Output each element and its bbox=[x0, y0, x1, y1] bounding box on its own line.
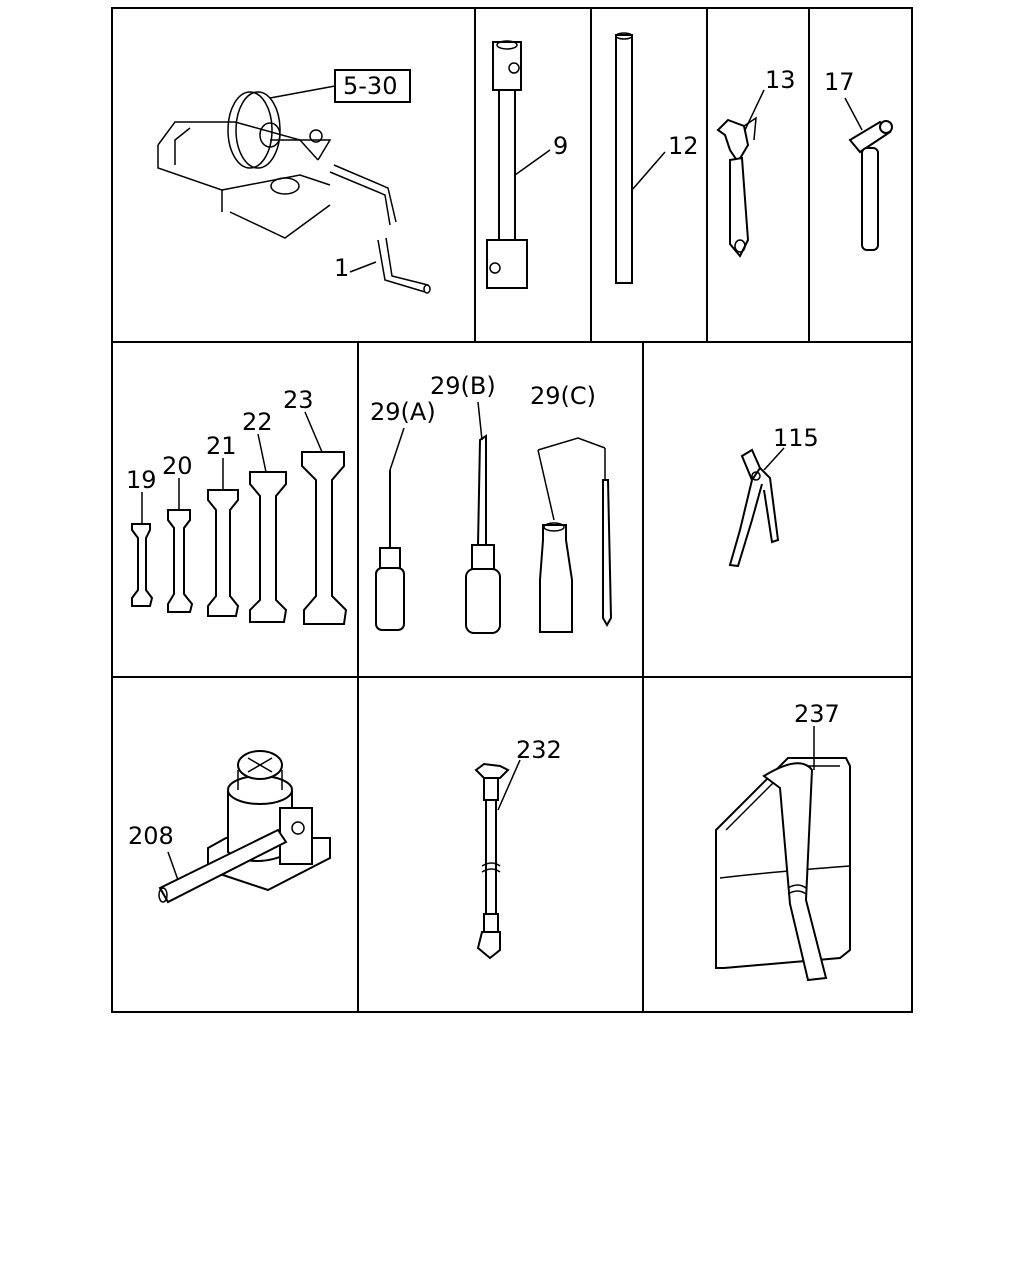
label-21: 21 bbox=[206, 432, 237, 460]
label-29b: 29(B) bbox=[430, 372, 496, 400]
bottle-jack-drawing bbox=[158, 750, 331, 904]
label-12: 12 bbox=[668, 132, 699, 160]
bar-drawing bbox=[615, 32, 666, 284]
label-22: 22 bbox=[242, 408, 273, 436]
label-29a: 29(A) bbox=[370, 398, 436, 426]
wheel-wrench-drawing bbox=[486, 40, 551, 289]
diagram-grid bbox=[111, 7, 913, 1013]
label-17: 17 bbox=[824, 68, 855, 96]
screwdriver-set-drawing bbox=[375, 401, 613, 634]
hammer-drawing bbox=[844, 97, 893, 251]
label-19: 19 bbox=[126, 466, 157, 494]
tool-bag-drawing bbox=[715, 726, 851, 982]
label-115: 115 bbox=[773, 424, 819, 452]
label-1: 1 bbox=[334, 254, 349, 282]
label-208: 208 bbox=[128, 822, 174, 850]
label-29c: 29(C) bbox=[530, 382, 596, 410]
label-232: 232 bbox=[516, 736, 562, 764]
label-13: 13 bbox=[765, 66, 796, 94]
winch-crank-drawing bbox=[157, 69, 431, 294]
pliers-drawing bbox=[728, 447, 785, 568]
label-5-30: 5-30 bbox=[343, 72, 397, 100]
jack-handle-drawing bbox=[474, 759, 521, 960]
label-9: 9 bbox=[553, 132, 568, 160]
label-20: 20 bbox=[162, 452, 193, 480]
label-237: 237 bbox=[794, 700, 840, 728]
spanner-set-drawing bbox=[131, 411, 348, 625]
label-23: 23 bbox=[283, 386, 314, 414]
adjustable-wrench-drawing bbox=[716, 89, 765, 258]
